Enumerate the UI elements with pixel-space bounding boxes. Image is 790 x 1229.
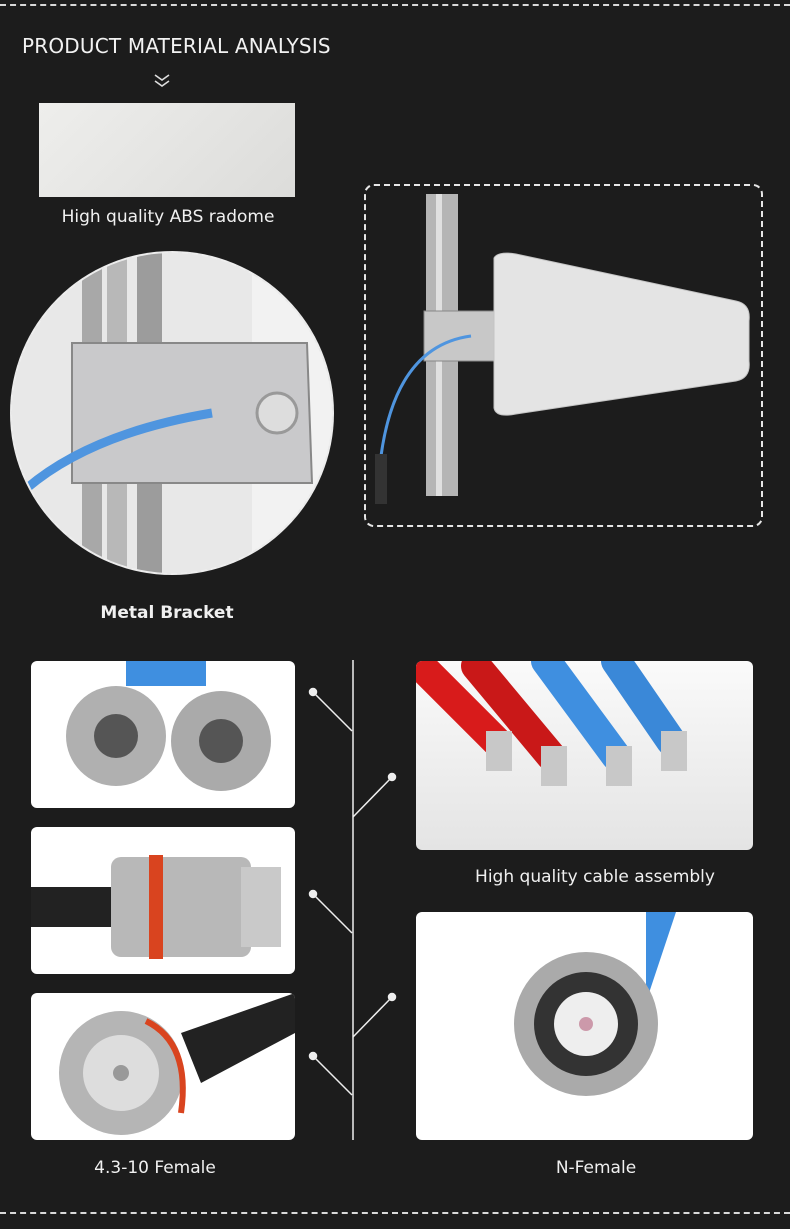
- n-female-caption: N-Female: [555, 1158, 637, 1178]
- metal-bracket-image: [10, 251, 334, 575]
- bracket-caption: Metal Bracket: [100, 603, 234, 623]
- bottom-dashed-divider: [0, 1212, 790, 1214]
- connector-timeline: [308, 660, 397, 1140]
- abs-radome-image: [39, 103, 295, 197]
- connector-4310-image: [31, 993, 295, 1140]
- connector-4310-caption: 4.3-10 Female: [94, 1158, 216, 1178]
- antenna-image-frame: [364, 184, 763, 527]
- antenna-image: [375, 194, 750, 504]
- page-title: PRODUCT MATERIAL ANALYSIS: [22, 34, 331, 58]
- top-dashed-divider: [0, 4, 790, 6]
- cable-caption: High quality cable assembly: [475, 867, 715, 887]
- radome-caption: High quality ABS radome: [61, 207, 275, 227]
- n-connector-pair-image: [31, 661, 295, 808]
- cable-assembly-image: [416, 661, 753, 850]
- double-chevron-down-icon: [154, 74, 170, 87]
- connector-side-image: [31, 827, 295, 974]
- n-female-image: [416, 912, 753, 1140]
